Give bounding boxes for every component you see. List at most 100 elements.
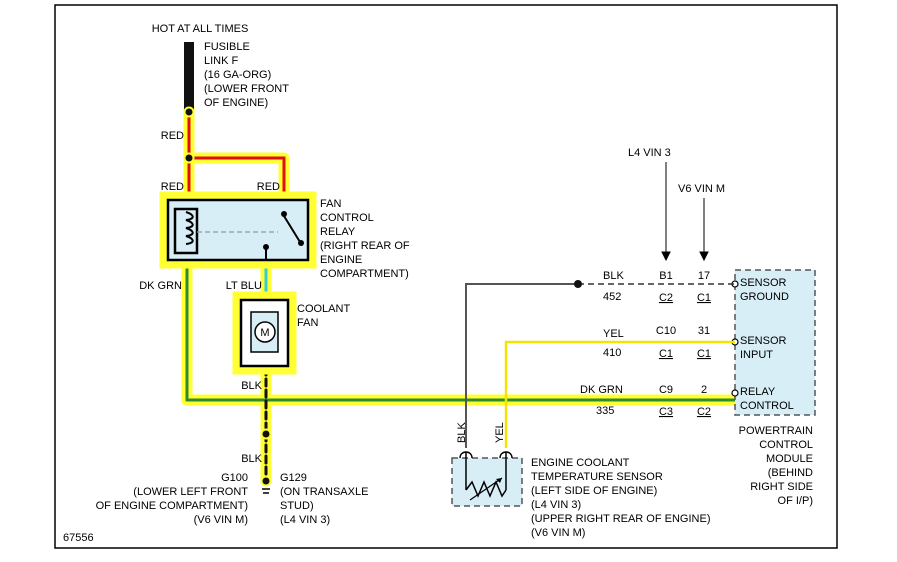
motor-icon bbox=[254, 321, 276, 343]
svg-text:BLK: BLK bbox=[603, 270, 624, 282]
splice-dots bbox=[183, 106, 272, 487]
figure-id: 67556 bbox=[63, 532, 94, 544]
arrow-down-icon bbox=[661, 251, 671, 262]
svg-text:(UPPER RIGHT REAR OF ENGINE): (UPPER RIGHT REAR OF ENGINE) bbox=[531, 513, 710, 525]
svg-text:(RIGHT REAR OF: (RIGHT REAR OF bbox=[320, 240, 410, 252]
blk-sensor-wire bbox=[465, 283, 578, 448]
svg-text:410: 410 bbox=[603, 347, 621, 359]
svg-text:CONTROL: CONTROL bbox=[320, 212, 374, 224]
vin-arrows bbox=[661, 162, 709, 262]
svg-text:COOLANT: COOLANT bbox=[297, 303, 350, 315]
svg-text:(LOWER FRONT: (LOWER FRONT bbox=[204, 83, 289, 95]
svg-text:LINK F: LINK F bbox=[204, 55, 239, 67]
wire-label-lt-blu: LT BLU bbox=[226, 280, 262, 292]
svg-text:YEL: YEL bbox=[603, 328, 624, 340]
yel-sensor-wire bbox=[504, 340, 735, 448]
hot-at-all-times-label: HOT AT ALL TIMES bbox=[152, 23, 249, 35]
svg-text:(LOWER LEFT FRONT: (LOWER LEFT FRONT bbox=[133, 486, 248, 498]
blk-wire-splice bbox=[574, 280, 582, 288]
ground-symbols bbox=[262, 488, 270, 494]
svg-text:(LEFT SIDE OF ENGINE): (LEFT SIDE OF ENGINE) bbox=[531, 485, 657, 497]
vin-label-v6: V6 VIN M bbox=[678, 183, 725, 195]
svg-text:GROUND: GROUND bbox=[740, 291, 789, 303]
ground-g129-label: G129 (ON TRANSAXLE STUD) (L4 VIN 3) bbox=[280, 472, 368, 526]
arrow-down-icon bbox=[699, 251, 709, 262]
motor-symbol: M bbox=[260, 327, 269, 339]
fusible-link-bar bbox=[184, 42, 194, 110]
svg-text:C1: C1 bbox=[697, 348, 711, 360]
svg-text:CONTROL: CONTROL bbox=[759, 439, 813, 451]
svg-text:FAN: FAN bbox=[320, 198, 341, 210]
splice-ground-upper bbox=[260, 428, 272, 440]
svg-text:COMPARTMENT): COMPARTMENT) bbox=[320, 268, 409, 280]
pcm-label: POWERTRAIN CONTROL MODULE (BEHIND RIGHT … bbox=[739, 425, 813, 507]
wire-label-dk-grn-left: DK GRN bbox=[139, 280, 182, 292]
svg-text:G129: G129 bbox=[280, 472, 307, 484]
relay-coil-icon bbox=[185, 211, 194, 245]
svg-text:DK GRN: DK GRN bbox=[580, 384, 623, 396]
pcm-box bbox=[734, 269, 816, 416]
svg-text:17: 17 bbox=[698, 270, 710, 282]
coolant-fan-label: COOLANT FAN bbox=[297, 303, 350, 329]
svg-text:INPUT: INPUT bbox=[740, 349, 773, 361]
ect-sensor-label: ENGINE COOLANT TEMPERATURE SENSOR (LEFT … bbox=[531, 457, 710, 539]
svg-text:STUD): STUD) bbox=[280, 500, 314, 512]
svg-text:C2: C2 bbox=[659, 292, 673, 304]
svg-text:(V6 VIN M): (V6 VIN M) bbox=[531, 527, 585, 539]
pcm-circuit-sensor-ground: BLK B1 17 452 C2 C1 SENSOR GROUND bbox=[603, 270, 789, 304]
ect-sensor bbox=[451, 451, 523, 507]
wire-label-red-3: RED bbox=[257, 181, 280, 193]
relay-switch-contact bbox=[283, 215, 301, 243]
svg-text:RIGHT SIDE: RIGHT SIDE bbox=[750, 481, 813, 493]
svg-text:(V6 VIN M): (V6 VIN M) bbox=[194, 514, 248, 526]
sensor-wire-label-yel: YEL bbox=[494, 422, 506, 443]
svg-text:SENSOR: SENSOR bbox=[740, 335, 787, 347]
svg-text:CONTROL: CONTROL bbox=[740, 400, 794, 412]
pcm-circuit-sensor-input: YEL C10 31 410 C1 C1 SENSOR INPUT bbox=[603, 325, 787, 361]
svg-text:(BEHIND: (BEHIND bbox=[768, 467, 813, 479]
fusible-link-label: FUSIBLE LINK F (16 GA-ORG) (LOWER FRONT … bbox=[204, 41, 289, 109]
svg-text:B1: B1 bbox=[659, 270, 672, 282]
vin-label-l4: L4 VIN 3 bbox=[628, 147, 671, 159]
svg-text:FAN: FAN bbox=[297, 317, 318, 329]
splice-red-junction bbox=[183, 152, 195, 164]
svg-text:C2: C2 bbox=[697, 406, 711, 418]
sensor-wire-label-blk: BLK bbox=[456, 422, 468, 443]
svg-text:OF ENGINE): OF ENGINE) bbox=[204, 97, 268, 109]
svg-text:31: 31 bbox=[698, 325, 710, 337]
ground-g100-label: G100 (LOWER LEFT FRONT OF ENGINE COMPART… bbox=[96, 472, 249, 526]
svg-text:SENSOR: SENSOR bbox=[740, 277, 787, 289]
svg-text:TEMPERATURE SENSOR: TEMPERATURE SENSOR bbox=[531, 471, 663, 483]
coolant-fan-motor: M bbox=[232, 291, 297, 375]
pcm-circuit-relay-control: DK GRN C9 2 335 C3 C2 RELAY CONTROL bbox=[580, 384, 794, 418]
wire-label-red-1: RED bbox=[161, 130, 184, 142]
svg-text:ENGINE COOLANT: ENGINE COOLANT bbox=[531, 457, 630, 469]
wire-label-blk-motor: BLK bbox=[241, 380, 262, 392]
svg-text:OF ENGINE COMPARTMENT): OF ENGINE COMPARTMENT) bbox=[96, 500, 248, 512]
svg-text:2: 2 bbox=[701, 384, 707, 396]
svg-text:(L4 VIN 3): (L4 VIN 3) bbox=[280, 514, 330, 526]
wire-label-red-2: RED bbox=[161, 181, 184, 193]
svg-text:(16 GA-ORG): (16 GA-ORG) bbox=[204, 69, 271, 81]
svg-text:FUSIBLE: FUSIBLE bbox=[204, 41, 250, 53]
fan-control-relay bbox=[159, 191, 317, 269]
svg-text:(ON TRANSAXLE: (ON TRANSAXLE bbox=[280, 486, 368, 498]
svg-text:ENGINE: ENGINE bbox=[320, 254, 362, 266]
svg-text:452: 452 bbox=[603, 291, 621, 303]
diagram-frame bbox=[54, 4, 838, 549]
svg-text:RELAY: RELAY bbox=[320, 226, 356, 238]
pcm-wires bbox=[465, 283, 735, 448]
svg-text:(L4 VIN 3): (L4 VIN 3) bbox=[531, 499, 581, 511]
red-wire-branch bbox=[187, 156, 286, 200]
svg-text:C10: C10 bbox=[656, 325, 676, 337]
svg-text:RELAY: RELAY bbox=[740, 386, 776, 398]
svg-text:POWERTRAIN: POWERTRAIN bbox=[739, 425, 813, 437]
splice-fusible-bottom bbox=[183, 106, 195, 118]
splice-ground-g129 bbox=[260, 475, 272, 487]
svg-text:C3: C3 bbox=[659, 406, 673, 418]
svg-text:G100: G100 bbox=[221, 472, 248, 484]
svg-text:C1: C1 bbox=[659, 348, 673, 360]
fan-relay-label: FAN CONTROL RELAY (RIGHT REAR OF ENGINE … bbox=[320, 198, 410, 280]
svg-text:C1: C1 bbox=[697, 292, 711, 304]
svg-text:335: 335 bbox=[596, 405, 614, 417]
